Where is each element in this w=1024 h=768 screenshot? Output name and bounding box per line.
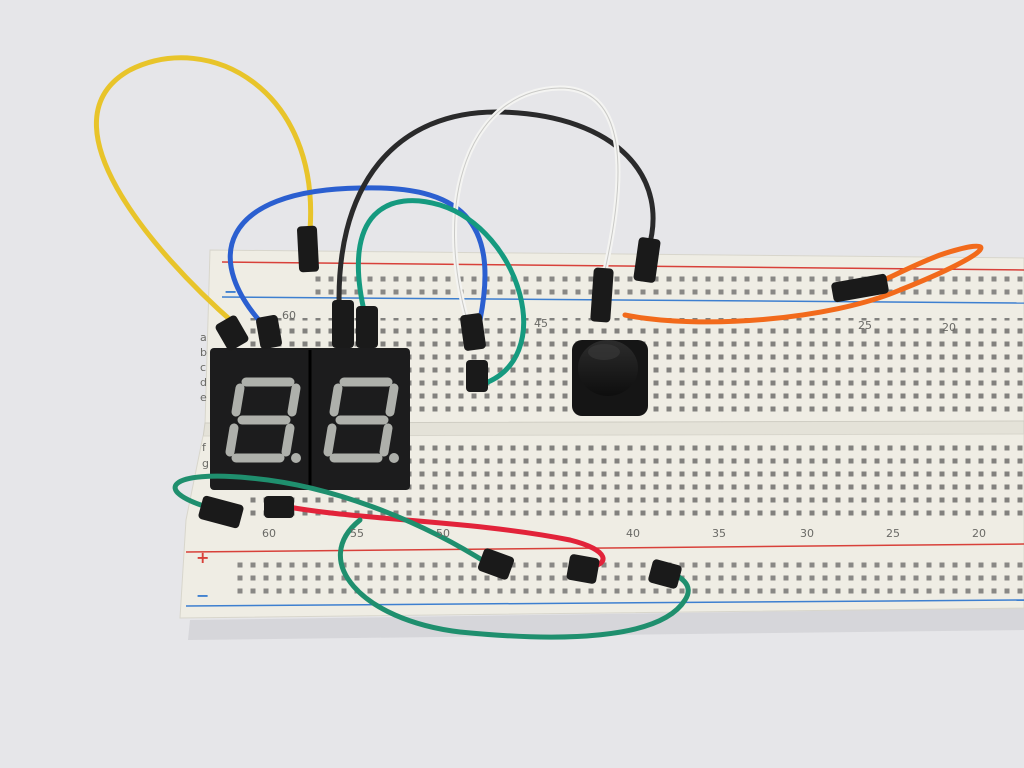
wire-white-outline [453, 87, 619, 331]
col-label-30-bottom: 30 [800, 527, 814, 540]
col-label-25-bottom: 25 [886, 527, 900, 540]
col-label-25-top: 25 [858, 319, 872, 332]
wires [94, 55, 984, 640]
rail-minus-top-label: − [224, 282, 238, 301]
wire-orange [622, 243, 984, 325]
col-label-60-top: 60 [282, 309, 296, 322]
wire-blue [227, 185, 488, 333]
col-label-40-bottom: 40 [626, 527, 640, 540]
wire-green-left [172, 473, 493, 568]
col-label-45-top: 45 [534, 317, 548, 330]
rail-plus-label: + [196, 548, 210, 567]
row-letter-g: g [202, 457, 209, 470]
row-letter-f: f [202, 441, 206, 454]
dp-left [291, 453, 301, 463]
col-label-20-top: 20 [942, 321, 956, 334]
push-button [572, 340, 648, 416]
wire-green-bottom [337, 517, 691, 640]
wire-teal-top [355, 198, 527, 388]
col-label-60-bottom: 60 [262, 527, 276, 540]
wire-red [275, 502, 606, 571]
col-label-55-bottom: 55 [350, 527, 364, 540]
board-shadow [188, 608, 1024, 640]
wire-plugs [198, 225, 889, 589]
digit-left [225, 377, 301, 463]
digit-right [323, 377, 399, 463]
dp-right [389, 453, 399, 463]
col-label-20-bottom: 20 [972, 527, 986, 540]
seven-segment-display [210, 348, 410, 490]
wire-yellow [94, 55, 314, 328]
col-label-35-bottom: 35 [712, 527, 726, 540]
col-label-50-bottom: 50 [436, 527, 450, 540]
rail-minus-bottom-label: − [196, 586, 210, 605]
row-letters-top: a b c d e [200, 331, 207, 404]
